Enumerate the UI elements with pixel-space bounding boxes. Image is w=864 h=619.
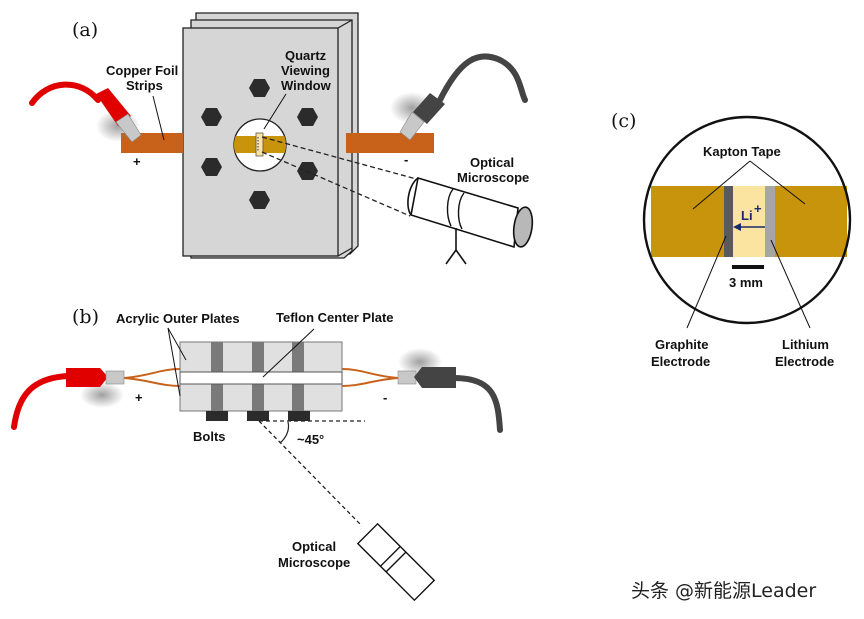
lithium-electrode [765,186,775,257]
panel-a: (a) [29,12,534,265]
microscope-a [407,176,534,265]
window-label-3: Window [281,78,332,93]
watermark: 头条 @新能源Leader [631,580,816,602]
copper-foil-right [346,133,434,153]
microscope-label-a-2: Microscope [457,170,529,185]
kapton-label: Kapton Tape [703,144,781,159]
bolt [201,108,222,126]
bolt [297,108,318,126]
window-label-2: Viewing [281,63,330,78]
electrolyte [733,186,765,257]
copper-foil-label-2: Strips [126,78,163,93]
negative-sign: - [404,152,408,167]
bolt [249,79,270,97]
graphite-electrode [724,186,733,257]
positive-sign: + [133,154,141,169]
angle-label: ~45° [297,432,324,447]
copper-foil-label: Copper Foil [106,63,178,78]
microscope-label-a: Optical [470,155,514,170]
bolt [247,411,269,421]
panel-b-label: (b) [72,306,99,328]
graphite-label-2: Electrode [651,354,710,369]
positive-sign-b: + [135,390,143,405]
lithium-label-2: Electrode [775,354,834,369]
bolt [249,191,270,209]
negative-sign-b: - [383,390,387,405]
positive-plug-b [66,368,108,387]
teflon-center-plate [179,371,343,385]
scale-bar [732,265,764,269]
bolt [288,411,310,421]
positive-lead-a [29,81,142,143]
microscope-label-b-2: Microscope [278,555,350,570]
scale-label: 3 mm [729,275,763,290]
lithium-label: Lithium [782,337,829,352]
window-label: Quartz [285,48,327,63]
cell-plates [182,12,359,259]
bolts-label: Bolts [193,429,226,444]
panel-b: (b) ~45° + - [11,306,503,602]
ion-charge: + [754,201,762,216]
bolt [206,411,228,421]
negative-lead-a [399,53,528,141]
microscope-b [356,522,436,602]
panel-c-label: (c) [611,110,636,132]
magnified-view-circle [642,115,852,325]
graphite-label: Graphite [655,337,708,352]
panel-a-label: (a) [72,19,98,41]
teflon-label: Teflon Center Plate [276,310,394,325]
negative-plug-b [414,367,456,388]
microscope-label-b: Optical [292,539,336,554]
panel-c: (c) Li + 3 mm Kapton Tape Graphite Elect… [611,110,852,369]
acrylic-label: Acrylic Outer Plates [116,311,240,326]
ion-label: Li [741,208,753,223]
bolt [201,158,222,176]
